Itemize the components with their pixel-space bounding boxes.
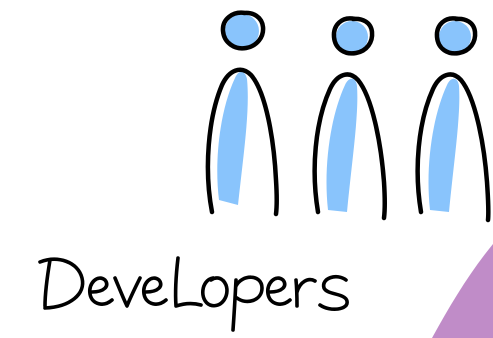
developer-figure-2: [312, 16, 387, 221]
developer-figure-3: [415, 16, 491, 223]
developer-head-3: [434, 16, 478, 56]
purple-accent-shape: [432, 244, 493, 338]
developer-body-3: [415, 72, 491, 223]
developer-head-2: [331, 16, 375, 56]
developer-body-2: [312, 72, 387, 221]
developers-label: [38, 256, 349, 332]
developer-figure-1: [205, 10, 279, 217]
developer-body-1: [205, 67, 279, 217]
developer-head-1: [220, 10, 266, 51]
